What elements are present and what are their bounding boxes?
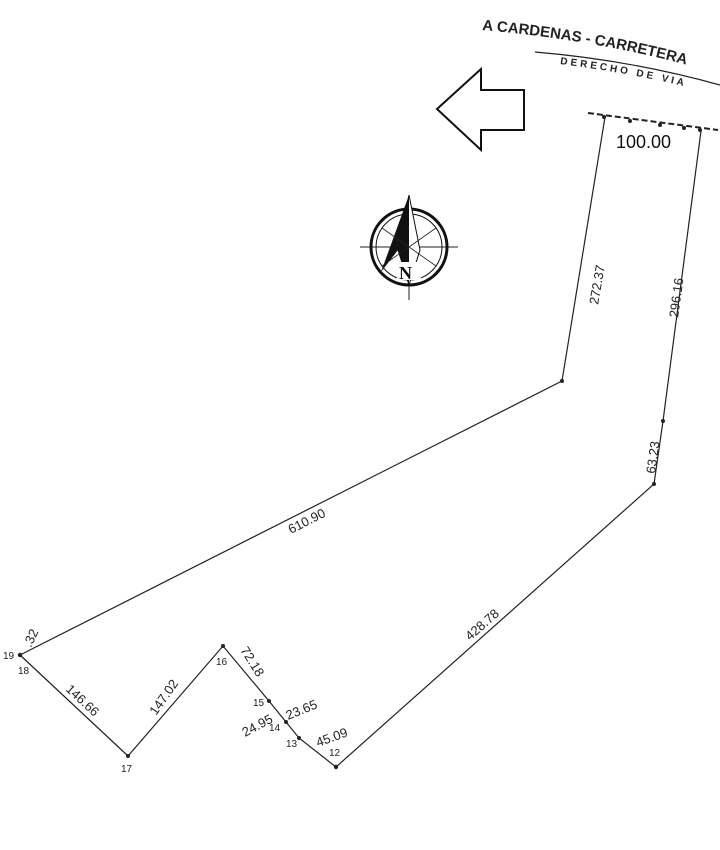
edge-dimension: 296.16 (666, 277, 686, 318)
vertex-label: 13 (286, 739, 298, 750)
vertex-label: 12 (329, 748, 341, 759)
vertex-label: 18 (18, 666, 30, 677)
vertex-label: 14 (269, 723, 281, 734)
edge-dimension: 63.23 (643, 440, 662, 474)
vertex-label: 19 (3, 651, 15, 662)
north-letter: N (399, 263, 412, 283)
vertex-label: 15 (253, 698, 265, 709)
arrow-left-outline-icon (435, 66, 525, 153)
vertex-label: 17 (121, 764, 133, 775)
front-line (587, 112, 719, 132)
edge-dimension: 72.18 (237, 644, 267, 680)
north-compass-rose-icon (360, 194, 458, 300)
vertex-points (17, 379, 665, 770)
edge-dimension: 272.37 (586, 264, 608, 306)
edge-dimension: 147.02 (146, 677, 181, 718)
front-dimension: 100.00 (616, 132, 671, 152)
road-edge-line (534, 51, 720, 86)
edge-dimension: .32 (20, 627, 41, 650)
edge-dimension: 23.65 (284, 697, 320, 723)
edge-dimension: 45.09 (314, 725, 350, 750)
boundary-edges (19, 116, 702, 768)
vertex-label: 16 (216, 657, 228, 668)
